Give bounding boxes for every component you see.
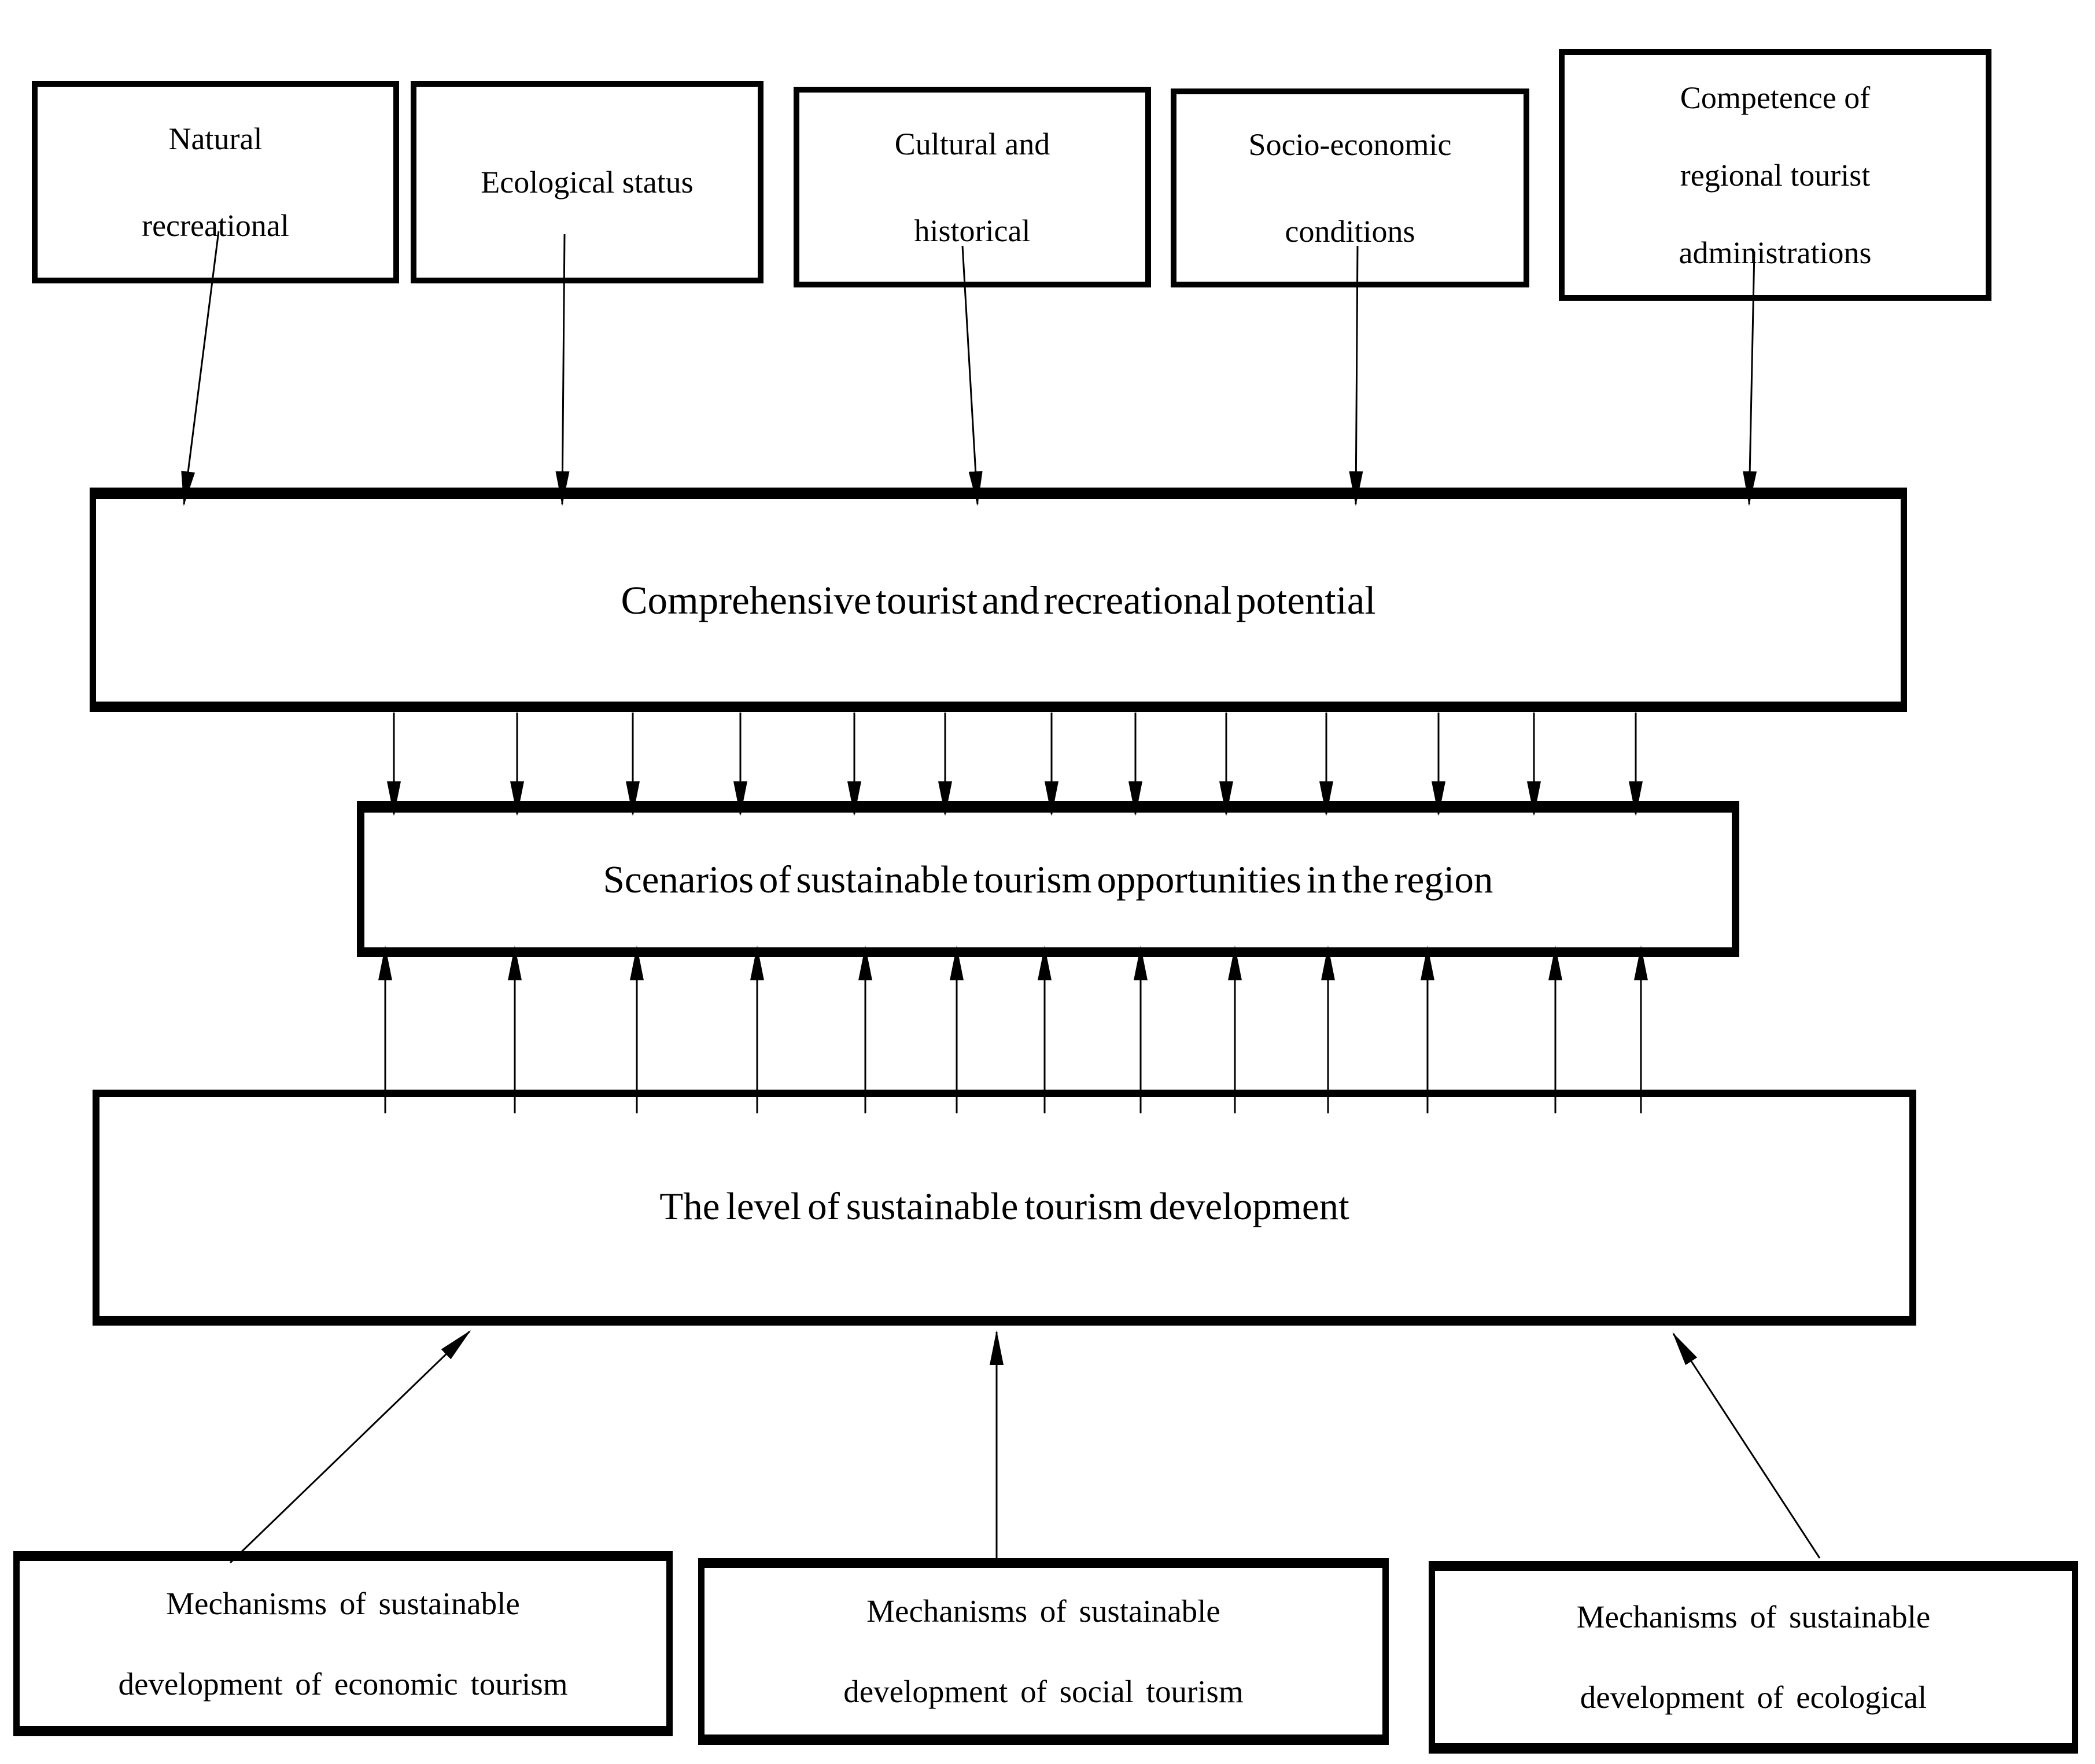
factor-label-line: administrations: [1679, 235, 1872, 270]
factor-box-ecological-status: Ecological status: [411, 81, 764, 283]
factor-label-line: regional tourist: [1680, 157, 1871, 193]
mechanism-box-ecological: Mechanisms of sustainable development of…: [1429, 1561, 2078, 1754]
potential-label: Comprehensive tourist and recreational p…: [621, 578, 1376, 622]
arrow-economic-to-level: [229, 1330, 471, 1564]
level-label: The level of sustainable tourism develop…: [659, 1184, 1349, 1228]
factor-label-line: Socio-economic: [1248, 127, 1452, 162]
mechanism-label-line: development of ecological: [1580, 1680, 1927, 1715]
mechanism-label-line: Mechanisms of sustainable: [866, 1593, 1220, 1629]
mechanism-box-economic: Mechanisms of sustainable development of…: [13, 1551, 673, 1736]
factor-label-line: historical: [914, 213, 1031, 248]
mechanism-label-line: development of social tourism: [843, 1674, 1244, 1709]
mechanism-label-line: Mechanisms of sustainable: [166, 1585, 520, 1621]
factor-label-line: Cultural and: [894, 126, 1050, 161]
mechanism-label-line: Mechanisms of sustainable: [1576, 1599, 1931, 1634]
factor-label-line: Natural: [168, 121, 263, 156]
arrow-ecological-to-level: [1672, 1332, 1821, 1559]
scenarios-label: Scenarios of sustainable tourism opportu…: [603, 858, 1493, 901]
potential-box: Comprehensive tourist and recreational p…: [90, 488, 1907, 712]
factor-label-line: conditions: [1285, 214, 1415, 249]
mechanism-label-line: development of economic tourism: [118, 1666, 568, 1702]
factor-label-line: Ecological status: [481, 165, 694, 200]
factor-box-natural-recreational: Natural recreational: [32, 81, 399, 283]
scenarios-box: Scenarios of sustainable tourism opportu…: [357, 801, 1739, 957]
factor-label-line: recreational: [142, 208, 289, 243]
mechanism-box-social: Mechanisms of sustainable development of…: [698, 1558, 1389, 1745]
factor-box-socio-economic: Socio-economic conditions: [1171, 88, 1529, 287]
factor-label-line: Competence of: [1680, 80, 1871, 115]
factor-box-cultural-historical: Cultural and historical: [794, 87, 1151, 287]
factor-box-competence-administrations: Competence of regional tourist administr…: [1559, 49, 1991, 301]
level-box: The level of sustainable tourism develop…: [93, 1090, 1916, 1326]
